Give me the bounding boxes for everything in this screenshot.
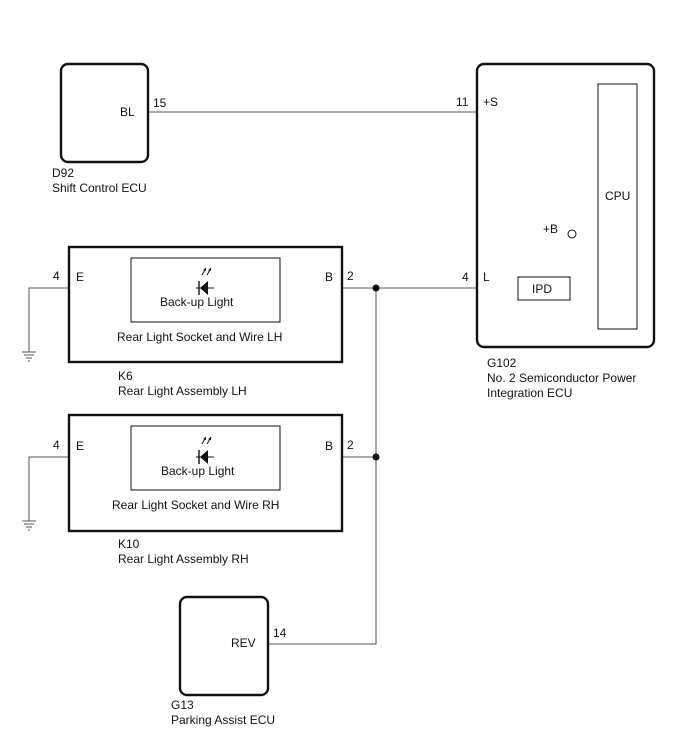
pin-11-label: 11: [456, 95, 469, 109]
g13-name-label: Parking Assist ECU: [171, 713, 275, 727]
semiconductor-power-integration-ecu: CPU IPD +B 11 +S 4 L G102 No. 2 Semicond…: [456, 62, 656, 400]
cpu-block: [597, 83, 638, 330]
pin-4-label: 4: [462, 270, 469, 284]
d92-code-label: D92: [52, 166, 74, 180]
terminal-e-label: E: [76, 439, 84, 453]
plus-b-label: +B: [543, 222, 558, 236]
k10-code-label: K10: [118, 537, 140, 551]
led-icon: [196, 436, 214, 464]
terminal-rev-label: REV: [231, 636, 256, 650]
g102-name-line2: Integration ECU: [487, 386, 572, 400]
junction-dot: [372, 284, 380, 292]
g102-name-line1: No. 2 Semiconductor Power: [487, 371, 636, 385]
ground-symbol: [22, 351, 36, 362]
pin-4-label: 4: [53, 438, 60, 452]
pin-4-label: 4: [53, 269, 60, 283]
terminal-b-label: B: [325, 270, 333, 284]
d92-name-label: Shift Control ECU: [52, 181, 147, 195]
back-up-light-label: Back-up Light: [160, 295, 234, 309]
ipd-block: [517, 276, 571, 301]
back-up-light-label: Back-up Light: [161, 464, 235, 478]
rear-light-assembly-rh: Back-up Light Rear Light Socket and Wire…: [53, 413, 354, 566]
terminal-l-label: L: [483, 270, 490, 284]
wire-junction-vertical: [268, 288, 377, 645]
socket-label-lh: Rear Light Socket and Wire LH: [117, 330, 282, 344]
ipd-label: IPD: [532, 282, 552, 296]
pin-2-label: 2: [347, 269, 354, 283]
k6-code-label: K6: [118, 369, 133, 383]
plus-b-terminal-icon: [567, 229, 577, 239]
k6-name-label: Rear Light Assembly LH: [118, 384, 247, 398]
wire-k10-ground: [28, 456, 69, 521]
pin-2-label: 2: [347, 438, 354, 452]
socket-label-rh: Rear Light Socket and Wire RH: [112, 498, 279, 512]
k10-name-label: Rear Light Assembly RH: [118, 552, 249, 566]
junction-dot: [372, 453, 380, 461]
terminal-e-label: E: [76, 270, 84, 284]
cpu-label: CPU: [605, 189, 630, 203]
back-up-light-box: [130, 425, 281, 491]
rear-light-assembly-lh: Back-up Light Rear Light Socket and Wire…: [53, 245, 354, 398]
terminal-b-label: B: [325, 439, 333, 453]
led-icon: [196, 267, 214, 295]
ground-symbol: [22, 520, 36, 531]
terminal-s-label: +S: [483, 95, 498, 109]
parking-assist-ecu: REV 14 G13 Parking Assist ECU: [171, 595, 287, 727]
g102-code-label: G102: [487, 356, 517, 370]
terminal-bl-label: BL: [120, 105, 135, 119]
shift-control-ecu: BL 15 D92 Shift Control ECU: [52, 62, 167, 195]
pin-14-label: 14: [273, 626, 287, 640]
g13-code-label: G13: [171, 698, 194, 712]
wire-k6-ground: [28, 287, 69, 352]
pin-15-label: 15: [153, 96, 167, 110]
